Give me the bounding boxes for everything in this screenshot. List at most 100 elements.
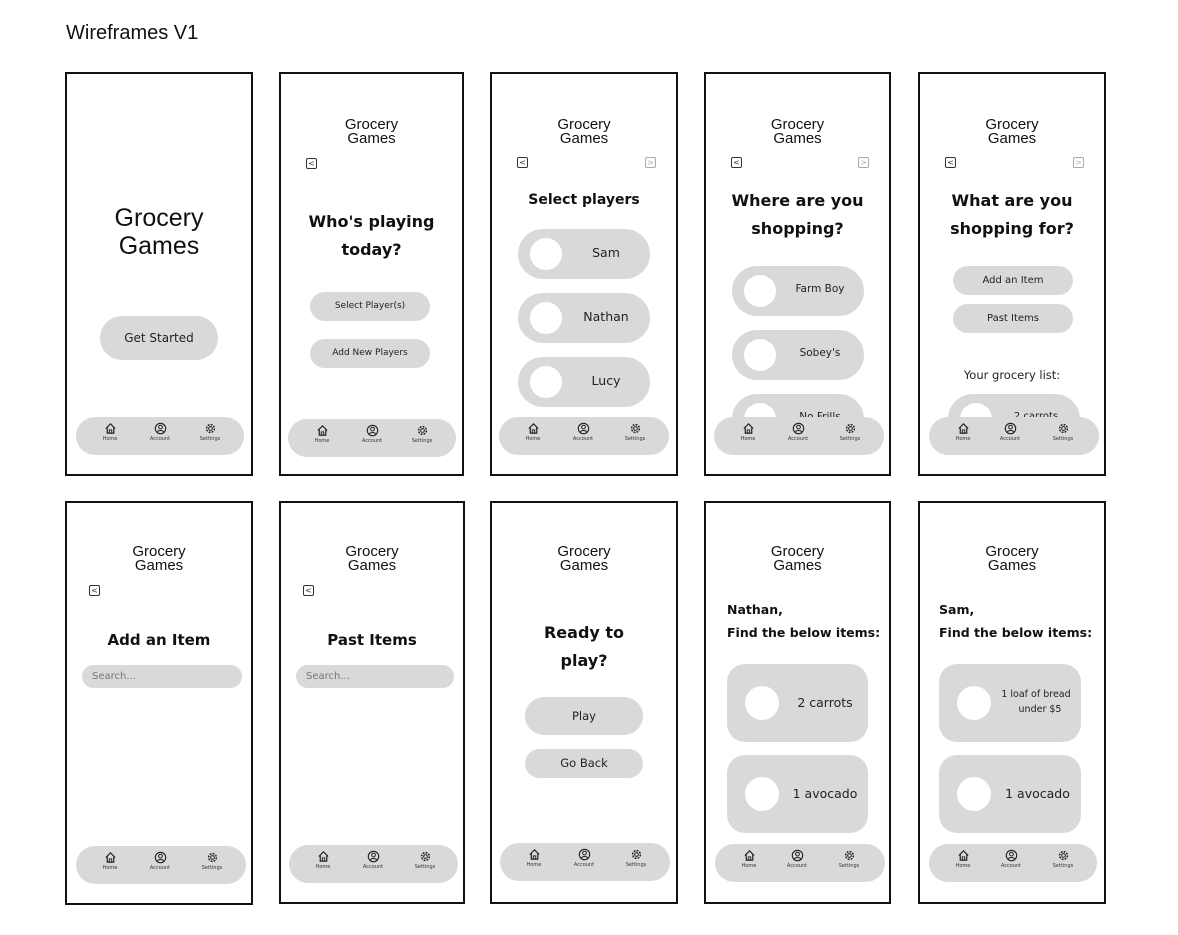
brand-line1: Grocery: [557, 543, 611, 560]
forward-button[interactable]: >: [645, 157, 656, 168]
back-button[interactable]: <: [731, 157, 742, 168]
bottom-nav: Home Account Settings: [715, 844, 885, 882]
tab-settings[interactable]: Settings: [830, 422, 870, 442]
store-name: Farm Boy: [795, 283, 845, 295]
back-button[interactable]: <: [89, 585, 100, 596]
tab-label: Account: [362, 864, 384, 870]
tab-settings[interactable]: Settings: [1043, 422, 1083, 442]
item-checkbox[interactable]: [745, 777, 779, 811]
play-button[interactable]: Play: [525, 697, 643, 735]
player-option-nathan[interactable]: Nathan: [518, 293, 650, 343]
tab-settings[interactable]: Settings: [1043, 849, 1083, 869]
home-icon: [514, 848, 554, 861]
tab-label: Home: [315, 864, 331, 870]
heading-line1: Who's playing: [308, 212, 435, 231]
search-input[interactable]: [296, 665, 454, 688]
heading-line2: today?: [341, 240, 402, 259]
tab-settings[interactable]: Settings: [829, 849, 869, 869]
tab-settings[interactable]: Settings: [192, 851, 232, 871]
prompt-instruction: Find the below items:: [939, 625, 1093, 640]
page-title: Wireframes V1: [66, 22, 199, 44]
tab-settings[interactable]: Settings: [402, 424, 442, 444]
account-icon: [991, 849, 1031, 862]
back-button[interactable]: <: [303, 585, 314, 596]
brand-line2: Games: [987, 557, 1037, 574]
tab-home[interactable]: Home: [513, 422, 553, 442]
add-an-item-button[interactable]: Add an Item: [953, 266, 1073, 295]
tab-home[interactable]: Home: [728, 422, 768, 442]
brand-line1: Grocery: [770, 543, 825, 560]
tab-account[interactable]: Account: [990, 422, 1030, 442]
brand-line2: Games: [347, 130, 396, 147]
tab-home[interactable]: Home: [514, 848, 554, 868]
tab-home[interactable]: Home: [943, 422, 983, 442]
tab-settings[interactable]: Settings: [615, 422, 655, 442]
back-button[interactable]: <: [306, 158, 317, 169]
frame-nathan-items: Grocery Games Nathan, Find the below ite…: [704, 501, 891, 904]
select-players-button[interactable]: Select Player(s): [310, 292, 430, 321]
player-option-lucy[interactable]: Lucy: [518, 357, 650, 407]
bottom-nav: Home Account Settings: [929, 417, 1099, 455]
frame-add-item: Grocery Games < Add an Item Home Account…: [65, 501, 253, 905]
home-icon: [90, 851, 130, 864]
item-checkbox[interactable]: [957, 777, 991, 811]
back-button[interactable]: <: [945, 157, 956, 168]
store-name: Sobey's: [799, 347, 841, 359]
forward-button[interactable]: >: [858, 157, 869, 168]
tab-account[interactable]: Account: [991, 849, 1031, 869]
account-icon: [564, 848, 604, 861]
get-started-button[interactable]: Get Started: [100, 316, 218, 360]
brand-line2: Games: [134, 557, 184, 574]
item-checkbox[interactable]: [957, 686, 991, 720]
brand-line1: Grocery: [132, 543, 186, 560]
tab-home[interactable]: Home: [943, 849, 983, 869]
store-option-sobeys[interactable]: Sobey's: [732, 330, 864, 380]
item-card-avocado[interactable]: 1 avocado: [939, 755, 1081, 833]
tab-account[interactable]: Account: [564, 848, 604, 868]
tab-settings[interactable]: Settings: [405, 850, 445, 870]
tab-settings[interactable]: Settings: [616, 848, 656, 868]
home-icon: [302, 424, 342, 437]
tab-home[interactable]: Home: [303, 850, 343, 870]
account-icon: [777, 849, 817, 862]
tab-account[interactable]: Account: [352, 424, 392, 444]
tab-label: Account: [787, 436, 809, 442]
item-card-carrots[interactable]: 2 carrots: [727, 664, 868, 742]
frame-select-players: Grocery Games < > Select players Sam Nat…: [490, 72, 678, 476]
home-icon: [303, 850, 343, 863]
item-checkbox[interactable]: [745, 686, 779, 720]
item-card-bread[interactable]: 1 loaf of bread under $5: [939, 664, 1081, 742]
player-option-sam[interactable]: Sam: [518, 229, 650, 279]
search-input[interactable]: [82, 665, 242, 688]
item-name: 2 carrots: [992, 411, 1080, 422]
tab-home[interactable]: Home: [302, 424, 342, 444]
store-option-farm-boy[interactable]: Farm Boy: [732, 266, 864, 316]
past-items-button[interactable]: Past Items: [953, 304, 1073, 333]
tab-account[interactable]: Account: [140, 851, 180, 871]
tab-home[interactable]: Home: [729, 849, 769, 869]
tab-home[interactable]: Home: [90, 422, 130, 442]
tab-label: Settings: [625, 862, 647, 868]
tab-account[interactable]: Account: [777, 849, 817, 869]
forward-button[interactable]: >: [1073, 157, 1084, 168]
gear-icon: [829, 849, 869, 862]
account-icon: [140, 851, 180, 864]
tab-account[interactable]: Account: [140, 422, 180, 442]
frame-whos-playing: Grocery Games < Who's playing today? Sel…: [279, 72, 464, 476]
tab-settings[interactable]: Settings: [190, 422, 230, 442]
add-new-players-button[interactable]: Add New Players: [310, 339, 430, 368]
tab-label: Account: [1000, 863, 1022, 869]
tab-account[interactable]: Account: [563, 422, 603, 442]
go-back-button[interactable]: Go Back: [525, 749, 643, 778]
item-card-avocado[interactable]: 1 avocado: [727, 755, 868, 833]
heading-line2: shopping?: [751, 219, 844, 238]
prompt-instruction: Find the below items:: [727, 625, 881, 640]
back-button[interactable]: <: [517, 157, 528, 168]
tab-home[interactable]: Home: [90, 851, 130, 871]
bottom-nav: Home Account Settings: [289, 845, 458, 883]
tab-label: Settings: [1052, 863, 1074, 869]
tab-account[interactable]: Account: [353, 850, 393, 870]
tab-label: Settings: [839, 436, 861, 442]
tab-account[interactable]: Account: [778, 422, 818, 442]
item-name-line2: under $5: [1018, 704, 1062, 715]
